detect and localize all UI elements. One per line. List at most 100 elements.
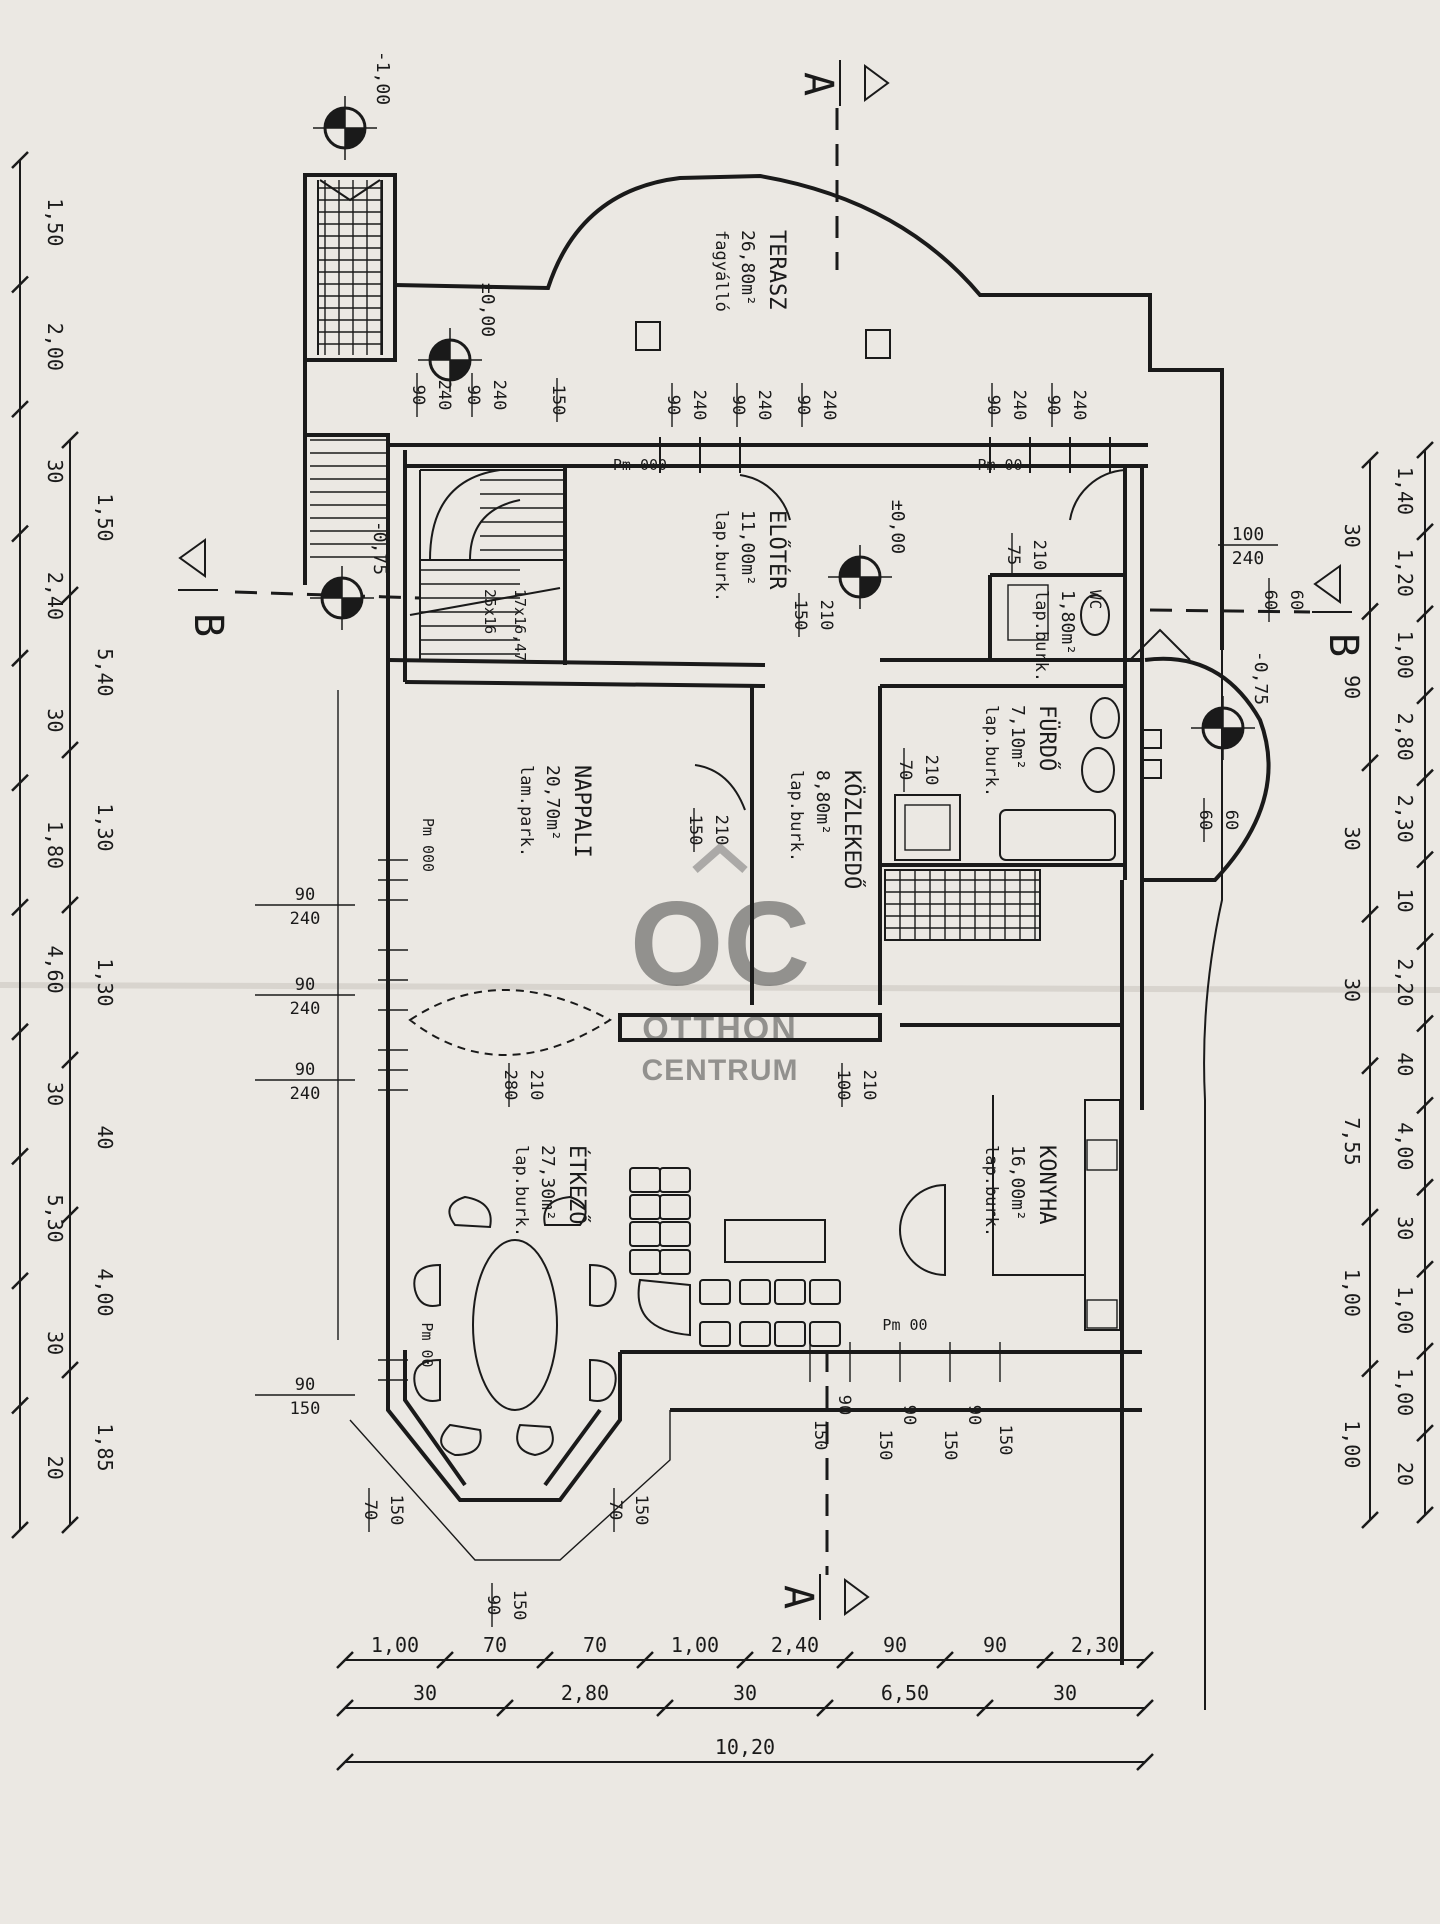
- window-ticks: [378, 437, 1111, 1382]
- dimension-value: 1,50: [43, 198, 67, 246]
- level-value: ±0,00: [887, 500, 908, 554]
- room-floor: lam.park.: [516, 765, 536, 857]
- opening-width: 75: [1003, 545, 1023, 565]
- bottom-opening: 150: [995, 1425, 1015, 1456]
- bottom-dimension-chain-2: 30 2,80 30 6,50 30: [336, 1681, 1154, 1717]
- stair-spec-2: 17x16,47: [511, 589, 529, 661]
- dimension-value: 4,00: [93, 1268, 117, 1316]
- terrace-opening: 90 240: [663, 383, 709, 427]
- opening-width: 90: [463, 385, 483, 405]
- dimension-value: 1,85: [93, 1423, 117, 1471]
- dimension-value: 2,30: [1393, 795, 1417, 843]
- dimension-value: 10,20: [715, 1735, 775, 1759]
- opening-height: 240: [489, 380, 509, 411]
- room-area: 27,30m²: [537, 1145, 558, 1221]
- dimension-value: 2,40: [43, 572, 67, 620]
- room-wc: WC 1,80m² lap.burk.: [1031, 590, 1105, 682]
- dimension-value: 30: [733, 1681, 757, 1705]
- opening-width: 90: [1043, 395, 1063, 415]
- dimension-value: 40: [1393, 1052, 1417, 1076]
- opening-width: 90: [728, 395, 748, 415]
- dimension-value: 30: [1340, 978, 1364, 1002]
- room-area: 11,00m²: [737, 510, 758, 586]
- room-area: 1,80m²: [1057, 590, 1078, 655]
- opening-width: 90: [295, 885, 315, 905]
- note-pm-kitchen: Pm 00: [882, 1316, 927, 1334]
- left-dimension-chain-inner: 1,50 5,40 1,30 1,30 40 4,00 1,85: [61, 431, 117, 1534]
- dimension-value: 1,00: [1340, 1269, 1364, 1317]
- opening-width: 90: [663, 395, 683, 415]
- room-floor: lap.burk.: [981, 1145, 1001, 1237]
- room-floor: lap.burk.: [981, 705, 1001, 797]
- opening-width: 90: [793, 395, 813, 415]
- dimension-value: 30: [413, 1681, 437, 1705]
- opening-height: 240: [754, 390, 774, 421]
- room-name: WC: [1086, 590, 1105, 609]
- paper-fold: [0, 982, 1440, 993]
- note-pm-dining: Pm 00: [418, 1322, 436, 1367]
- watermark-line1: OTTHON: [642, 1010, 798, 1048]
- watermark-logo: OC: [630, 877, 810, 1011]
- dimension-value: 40: [93, 1125, 117, 1149]
- dimension-value: 30: [43, 459, 67, 483]
- opening-width: 100: [833, 1070, 853, 1101]
- opening-height: 150: [631, 1495, 651, 1526]
- room-floor: lap.burk.: [1031, 590, 1051, 682]
- opening-height: 60: [1286, 590, 1306, 610]
- opening-width: 90: [408, 385, 428, 405]
- dimension-value: 2,80: [1393, 713, 1417, 761]
- opening-height: 240: [689, 390, 709, 421]
- section-marker-b-left: B: [178, 538, 231, 637]
- dimension-value: 1,30: [93, 958, 117, 1006]
- dimension-value: 2,20: [1393, 958, 1417, 1006]
- room-name: ÉTKEZŐ: [564, 1145, 590, 1224]
- opening-width: 90: [483, 1595, 503, 1615]
- dimension-value: 4,00: [1393, 1122, 1417, 1170]
- dimension-value: 20: [43, 1456, 67, 1480]
- level-value: -0,75: [369, 521, 390, 575]
- dimension-value: 1,00: [1393, 1286, 1417, 1334]
- opening-height: 210: [711, 815, 731, 846]
- opening-height: 210: [921, 755, 941, 786]
- opening-height: 210: [816, 600, 836, 631]
- level-value: -1,00: [372, 51, 393, 105]
- room-area: 16,00m²: [1007, 1145, 1028, 1221]
- opening-width: 70: [605, 1500, 625, 1520]
- opening-width: 150: [940, 1430, 960, 1461]
- dimension-value: 30: [1053, 1681, 1077, 1705]
- dimension-value: 5,30: [43, 1195, 67, 1243]
- level-marker-terrace: ±0,00: [418, 283, 498, 392]
- dimension-value: 1,50: [93, 493, 117, 541]
- dimension-value: 5,40: [93, 648, 117, 696]
- dimension-value: 1,30: [93, 803, 117, 851]
- dimension-value: 2,80: [561, 1681, 609, 1705]
- interior-stair: 25x16 17x16,47: [409, 469, 566, 661]
- dimension-value: 1,00: [371, 1633, 419, 1657]
- dimension-value: 6,50: [881, 1681, 929, 1705]
- opening-width: 70: [360, 1500, 380, 1520]
- bay-window-right: 70 150: [605, 1488, 651, 1532]
- opening-height: 210: [526, 1070, 546, 1101]
- room-floor: lap.burk.: [511, 1145, 531, 1237]
- opening-width: 150: [548, 385, 568, 416]
- room-name: ELŐTÉR: [764, 510, 790, 590]
- dimension-value: 30: [1393, 1216, 1417, 1240]
- dimension-value: 30: [43, 708, 67, 732]
